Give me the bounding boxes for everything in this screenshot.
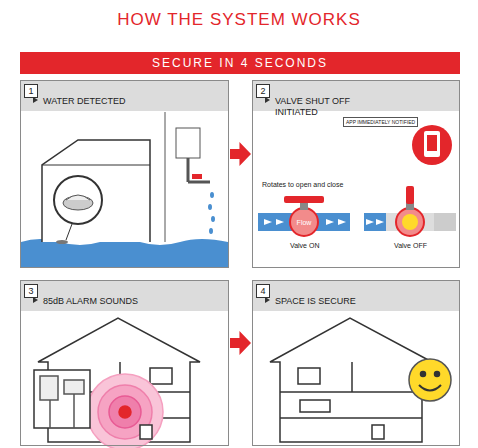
diagram-title: HOW THE SYSTEM WORKS bbox=[0, 10, 478, 30]
flood-scene bbox=[42, 165, 150, 166]
secure-house bbox=[300, 400, 330, 412]
flood-scene bbox=[176, 128, 200, 158]
step-number: 1 bbox=[24, 84, 38, 98]
flood-scene bbox=[210, 192, 214, 198]
alarm-house bbox=[140, 425, 152, 439]
valve-scene bbox=[264, 219, 346, 225]
step-panel: 3 85dB ALARM SOUNDS bbox=[20, 280, 229, 446]
secure-house bbox=[409, 359, 451, 401]
diagram-label: Rotates to open and close bbox=[262, 181, 343, 188]
alarm-house bbox=[87, 374, 163, 448]
notice-box: APP IMMEDIATELY NOTIFIED bbox=[343, 117, 418, 127]
valve-scene bbox=[300, 202, 308, 210]
alarm-house bbox=[73, 394, 75, 428]
secure-house bbox=[280, 417, 422, 419]
flood-scene bbox=[187, 158, 190, 182]
valve-scene bbox=[276, 219, 284, 225]
step-number: 4 bbox=[256, 284, 270, 298]
diagram-label: Valve ON bbox=[290, 242, 319, 249]
valve-scene bbox=[412, 125, 452, 165]
banner-band: SECURE IN 4 SECONDS bbox=[20, 52, 460, 74]
valve-scene bbox=[406, 186, 414, 204]
step-panel: 2VALVE SHUT OFF INITIATEDAPP IMMEDIATELY… bbox=[252, 80, 460, 268]
flow-arrow bbox=[230, 142, 251, 166]
step-heading: 85dB ALARM SOUNDS bbox=[43, 296, 223, 307]
secure-house bbox=[270, 318, 451, 442]
flood-scene bbox=[21, 112, 228, 267]
valve-scene bbox=[290, 208, 318, 236]
valve-scene bbox=[338, 219, 346, 225]
secure-house bbox=[298, 368, 320, 384]
diagram-label: Valve OFF bbox=[394, 242, 427, 249]
step-panel: 4SPACE IS SECURE bbox=[252, 280, 460, 446]
valve-scene bbox=[424, 131, 440, 157]
header-bars bbox=[253, 281, 459, 311]
flood-scene bbox=[208, 204, 212, 210]
alarm-house bbox=[40, 376, 58, 400]
valve-scene bbox=[396, 208, 424, 236]
alarm-house bbox=[34, 370, 90, 428]
secure-house bbox=[421, 372, 426, 377]
node-text: APP IMMEDIATELY NOTIFIED bbox=[346, 119, 415, 125]
alarm-house bbox=[49, 400, 51, 428]
flood-scene bbox=[208, 192, 215, 234]
valve-scene bbox=[326, 219, 334, 225]
flood-scene bbox=[188, 181, 210, 184]
valve-scene bbox=[284, 196, 324, 203]
flood-scene bbox=[209, 228, 213, 234]
flood-scene bbox=[63, 196, 93, 210]
valve-scene bbox=[386, 213, 434, 231]
alarm-house bbox=[119, 406, 131, 418]
valve-scene bbox=[366, 219, 374, 225]
diagram-label: Flow bbox=[296, 219, 313, 226]
header-bars bbox=[21, 281, 228, 311]
flood-scene bbox=[211, 216, 215, 222]
step-heading: VALVE SHUT OFF INITIATED bbox=[275, 96, 355, 118]
secure-house bbox=[351, 362, 353, 392]
step-panel: 1WATER DETECTED bbox=[20, 80, 229, 268]
alarm-house bbox=[109, 396, 141, 428]
valve-scene bbox=[264, 219, 272, 225]
header-bars bbox=[21, 81, 459, 311]
valve-scene bbox=[427, 135, 437, 151]
step-number: 2 bbox=[256, 84, 270, 98]
secure-house bbox=[435, 372, 440, 377]
flood-scene bbox=[21, 239, 228, 267]
node-text: SECURE IN 4 SECONDS bbox=[20, 52, 460, 74]
flood-scene bbox=[42, 140, 150, 242]
secure-house bbox=[372, 425, 384, 439]
valve-scene bbox=[434, 213, 456, 231]
secure-house bbox=[419, 385, 441, 391]
flow-arrow bbox=[230, 331, 251, 355]
play-triangles bbox=[33, 97, 270, 303]
alarm-house bbox=[150, 368, 172, 384]
valve-scene bbox=[402, 214, 418, 230]
flood-scene bbox=[165, 112, 166, 242]
alarm-house bbox=[98, 385, 152, 439]
flood-scene bbox=[192, 174, 202, 179]
flood-scene bbox=[54, 176, 102, 224]
flood-scene bbox=[66, 195, 90, 200]
alarm-house bbox=[34, 318, 200, 448]
header-bars bbox=[21, 81, 228, 111]
step-heading: SPACE IS SECURE bbox=[275, 296, 455, 307]
flood-scene bbox=[56, 240, 68, 244]
flood-scene bbox=[66, 224, 72, 240]
secure-house bbox=[280, 391, 422, 393]
valve-scene bbox=[364, 213, 386, 231]
step-number: 3 bbox=[24, 284, 38, 298]
secure-house bbox=[270, 318, 432, 442]
valve-scene bbox=[258, 125, 456, 236]
alarm-house bbox=[64, 380, 84, 394]
step-heading: WATER DETECTED bbox=[43, 96, 223, 107]
valve-scene bbox=[366, 219, 384, 225]
valve-scene bbox=[376, 219, 384, 225]
